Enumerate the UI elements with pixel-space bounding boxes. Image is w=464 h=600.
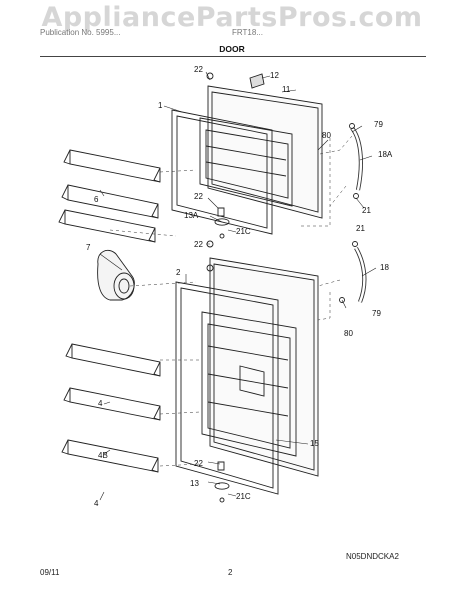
upper-door-hinge-parts [206, 72, 265, 248]
lower-door-handle [339, 241, 367, 303]
callout-21C-upper: 21C [236, 227, 251, 236]
footer-date: 09/11 [40, 568, 60, 577]
assembly-dashed-lines [109, 135, 353, 467]
title-divider [40, 56, 426, 57]
callout-80-lower: 80 [344, 329, 353, 338]
publication-header: Publication No. 5995... [40, 28, 121, 37]
lower-door-gasket [175, 281, 279, 495]
egg-tray [97, 250, 135, 301]
callout-1: 1 [158, 101, 163, 110]
lower-door-bins [61, 343, 161, 473]
lower-door-outer-panel [209, 257, 319, 477]
callout-12: 12 [270, 71, 279, 80]
lower-door-hinge-parts [206, 264, 230, 503]
callout-15: 15 [310, 439, 319, 448]
callout-4B: 4B [98, 451, 108, 460]
callout-21-lower: 21 [356, 224, 365, 233]
callout-21C-lower: 21C [236, 492, 251, 501]
callout-18: 18 [380, 263, 389, 272]
callout-22-bottom: 22 [194, 459, 203, 468]
callout-7: 7 [86, 243, 91, 252]
callout-4-lower: 4 [94, 499, 99, 508]
upper-door-bins [58, 149, 161, 243]
callout-13: 13 [190, 479, 199, 488]
callout-2: 2 [176, 268, 181, 277]
callout-22-top: 22 [194, 65, 203, 74]
callout-22-lower: 22 [194, 240, 203, 249]
callout-4-upper: 4 [98, 399, 103, 408]
callout-22-mid: 22 [194, 192, 203, 201]
callout-80-upper: 80 [322, 131, 331, 140]
upper-door-handle [349, 123, 363, 199]
callout-79-lower: 79 [372, 309, 381, 318]
upper-door-gasket [171, 109, 273, 235]
callout-18A: 18A [378, 150, 393, 159]
diagram-code: N05DNDCKA2 [346, 552, 399, 561]
leader-lines [99, 71, 377, 501]
page-title: DOOR [219, 44, 245, 54]
upper-door-liner [199, 117, 293, 207]
watermark: AppliancePartsPros.com [41, 2, 423, 33]
upper-door-outer-panel [207, 85, 323, 219]
callout-13A: 13A [184, 211, 199, 220]
footer-page-number: 2 [228, 568, 233, 577]
callout-11: 11 [282, 85, 291, 94]
model-header: FRT18... [232, 28, 263, 37]
callout-79-upper: 79 [374, 120, 383, 129]
lower-door-liner [201, 311, 297, 457]
callout-6: 6 [94, 195, 99, 204]
callout-21-upper: 21 [362, 206, 371, 215]
